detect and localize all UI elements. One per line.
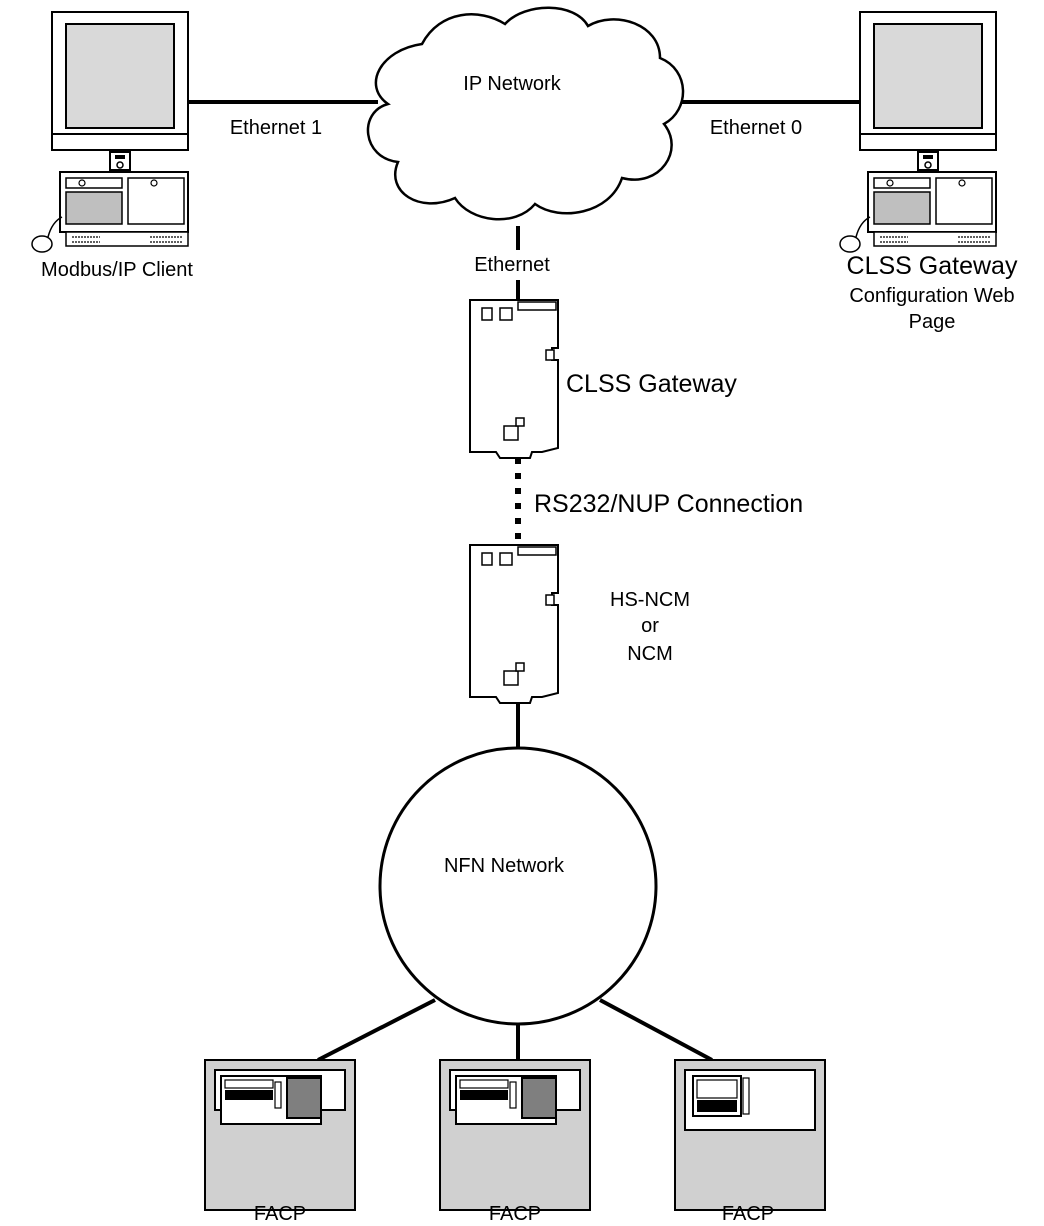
gateway-config-computer-icon (839, 11, 997, 253)
gateway-config-label-line1: CLSS Gateway (847, 252, 1018, 280)
nfn-to-facp1-link (317, 998, 436, 1062)
ethernet-1-label: Ethernet 1 (230, 117, 322, 139)
facp-panel-3-icon (674, 1059, 826, 1211)
facp-panel-1-icon (204, 1059, 356, 1211)
ethernet-label: Ethernet (474, 254, 550, 276)
clss-gateway-board-icon (469, 299, 559, 459)
nfn-network-circle (378, 746, 658, 1026)
modbus-client-label: Modbus/IP Client (41, 259, 193, 281)
modbus-client-computer-icon (31, 11, 189, 253)
ncm-board-icon (469, 544, 559, 704)
facp-1-label: FACP (254, 1203, 306, 1225)
diagram-labels: IP Network Ethernet 1 Ethernet 0 Etherne… (41, 73, 1018, 1225)
ethernet-0-label: Ethernet 0 (710, 117, 802, 139)
facp-3-label: FACP (722, 1203, 774, 1225)
nfn-network-label: NFN Network (444, 855, 565, 877)
ip-network-cloud (366, 6, 685, 221)
gateway-config-label-line3: Page (909, 311, 956, 333)
ip-network-label: IP Network (463, 73, 561, 95)
hs-ncm-label-line3: NCM (627, 643, 673, 665)
rs232-connection-label: RS232/NUP Connection (534, 490, 803, 518)
facp-2-label: FACP (489, 1203, 541, 1225)
clss-gateway-label: CLSS Gateway (566, 370, 737, 398)
connection-lines (188, 100, 860, 1062)
gateway-config-label-line2: Configuration Web (849, 285, 1014, 307)
facp-panel-2-icon (439, 1059, 591, 1211)
nfn-to-facp3-link (599, 998, 713, 1062)
hs-ncm-label-line1: HS-NCM (610, 589, 690, 611)
hs-ncm-label-line2: or (641, 615, 659, 637)
